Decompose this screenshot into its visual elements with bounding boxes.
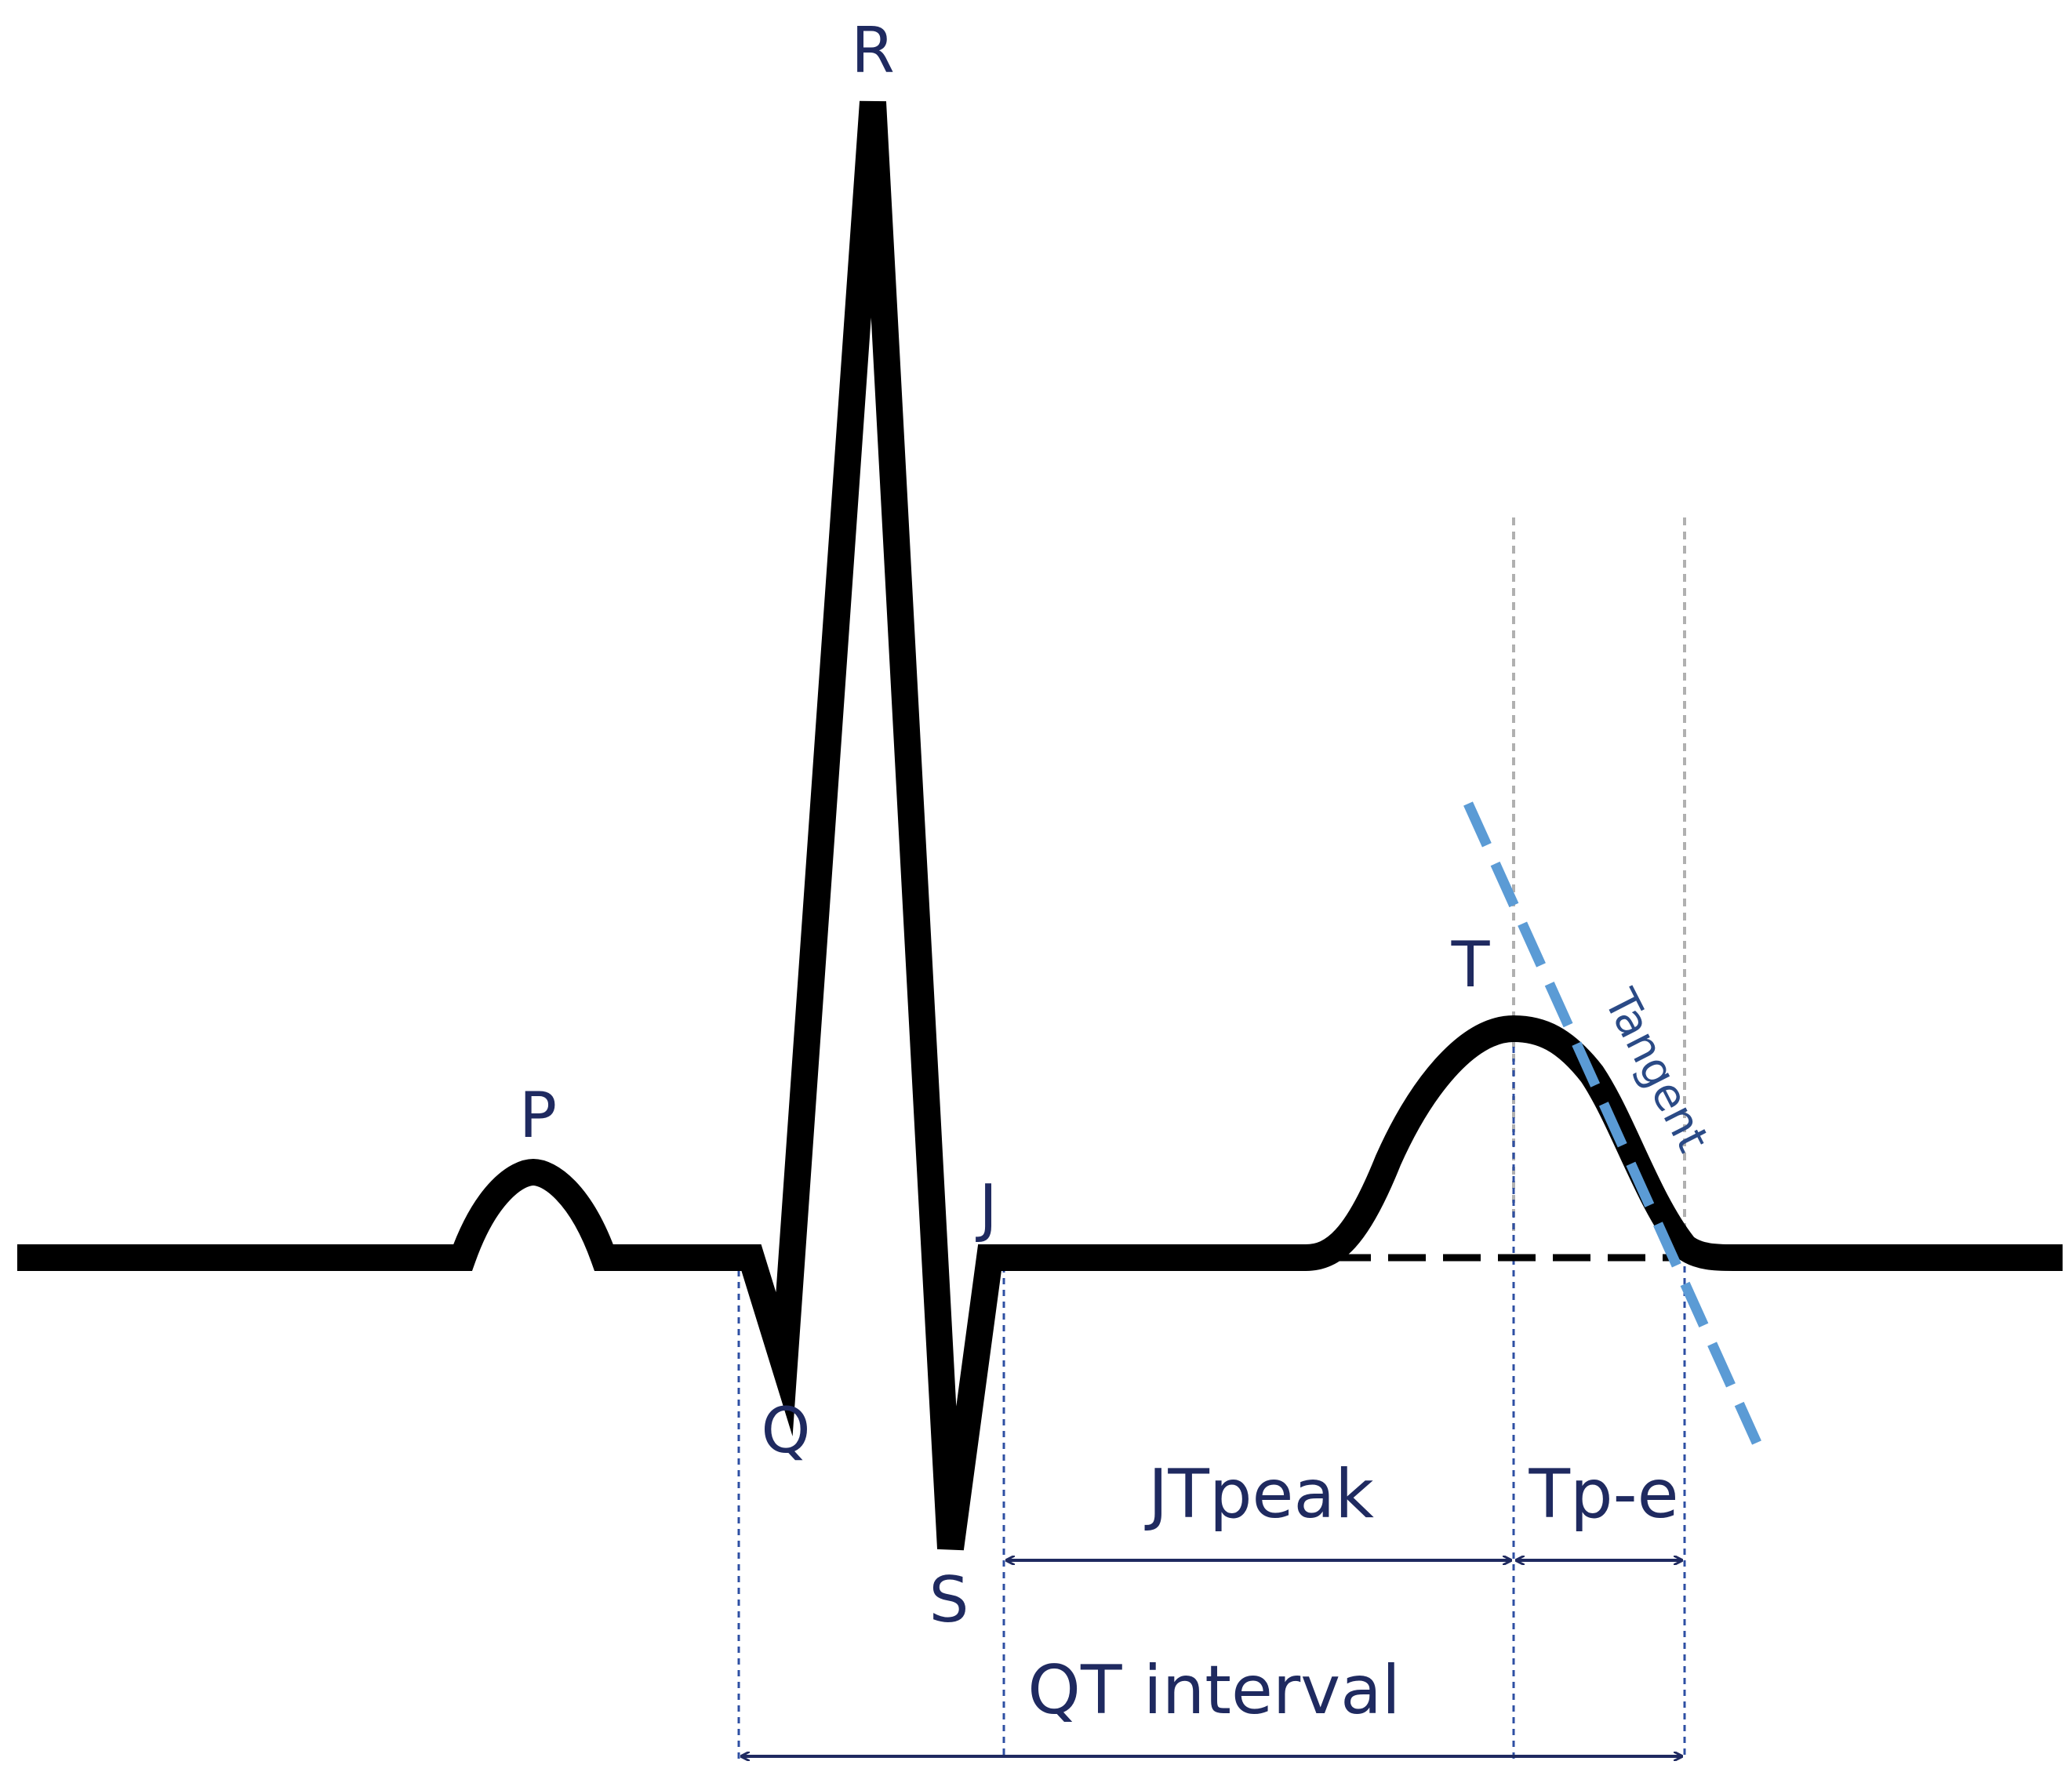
q-wave-label: Q (762, 1394, 811, 1467)
t-wave-label: T (1451, 928, 1491, 1001)
tpe-label: Tp-e (1528, 1455, 1678, 1534)
j-point-label: J (975, 1171, 998, 1244)
tangent-line (1463, 801, 1761, 1445)
jtpeak-label: JTpeak (1144, 1455, 1374, 1534)
ecg-trace (17, 100, 2063, 1551)
qt-interval-label: QT interval (1027, 1651, 1400, 1730)
r-wave-label: R (851, 14, 895, 87)
p-wave-label: P (519, 1079, 557, 1152)
s-wave-label: S (929, 1563, 969, 1636)
